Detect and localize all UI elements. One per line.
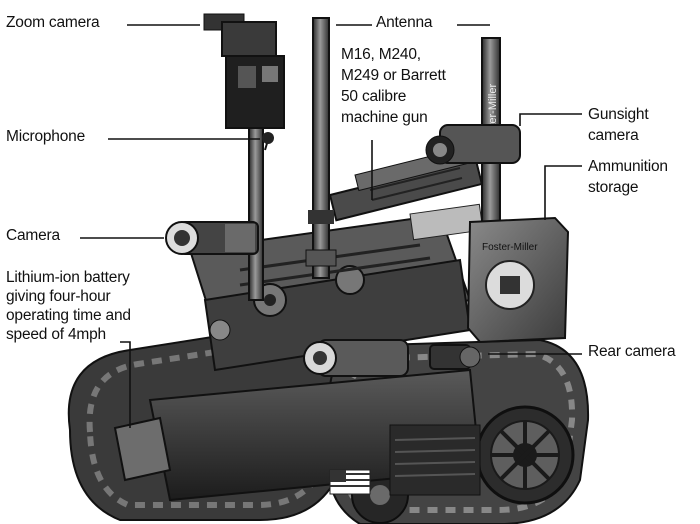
front-camera bbox=[165, 221, 259, 255]
label-ammunition-storage: Ammunition storage bbox=[588, 158, 668, 196]
ammunition-box: Foster-Miller bbox=[466, 216, 570, 344]
rear-camera bbox=[429, 344, 481, 370]
label-rear-camera: Rear camera bbox=[588, 343, 676, 360]
label-antenna: Antenna bbox=[376, 14, 433, 31]
label-gunsight-camera: Gunsight camera bbox=[588, 106, 649, 144]
box-brand-text: Foster-Miller bbox=[482, 242, 538, 253]
label-battery: Lithium-ion battery giving four-hour ope… bbox=[6, 269, 131, 343]
label-camera: Camera bbox=[6, 227, 60, 244]
gunsight-camera bbox=[425, 124, 521, 165]
label-microphone: Microphone bbox=[6, 128, 85, 145]
drive-wheel bbox=[475, 405, 575, 505]
microphone bbox=[262, 132, 274, 151]
battery-pack bbox=[113, 416, 172, 482]
chassis bbox=[148, 368, 482, 502]
front-roller bbox=[303, 339, 409, 377]
antenna bbox=[305, 17, 337, 279]
label-zoom-camera: Zoom camera bbox=[6, 14, 100, 31]
zoom-camera-mast bbox=[203, 13, 285, 301]
label-gun: M16, M240, M249 or Barrett 50 calibre ma… bbox=[341, 46, 446, 126]
leader-battery bbox=[120, 341, 131, 428]
leader-ammunition bbox=[544, 165, 582, 220]
leader-gunsight bbox=[519, 113, 582, 126]
leader-lines bbox=[80, 24, 582, 428]
